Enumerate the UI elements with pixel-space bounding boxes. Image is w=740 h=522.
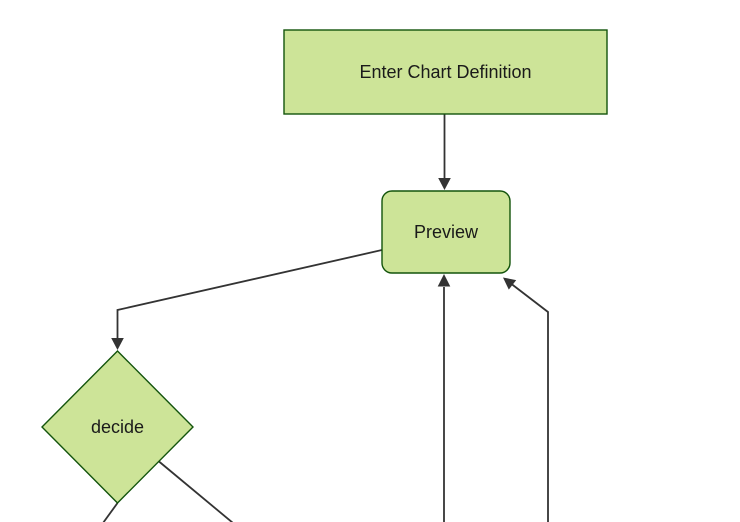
arrowhead-into-decide-top <box>111 338 124 350</box>
arrowhead-into-preview-top <box>438 178 451 190</box>
edge-lines <box>102 114 549 522</box>
edge-preview-to-decide <box>116 249 383 339</box>
node-preview: Preview <box>381 190 511 274</box>
node-decide: decide <box>41 350 194 504</box>
node-enter-chart-definition: Enter Chart Definition <box>283 29 608 115</box>
edge-offscreen-bottom-right-to-preview <box>510 283 549 522</box>
enter-chart-definition-label: Enter Chart Definition <box>359 62 531 82</box>
enter-chart-definition-shape <box>283 29 608 115</box>
decide-label: decide <box>91 417 144 437</box>
preview-label: Preview <box>414 222 479 242</box>
preview-shape <box>381 190 511 274</box>
decide-shape <box>41 350 194 504</box>
edge-decide-to-offscreen-bottom-left <box>102 502 119 522</box>
edge-decide-to-offscreen-bottom-right <box>158 460 234 522</box>
arrowhead-into-preview-corner <box>503 277 517 290</box>
arrowhead-into-preview-bottom <box>437 274 451 287</box>
edge-arrowheads <box>111 178 517 350</box>
